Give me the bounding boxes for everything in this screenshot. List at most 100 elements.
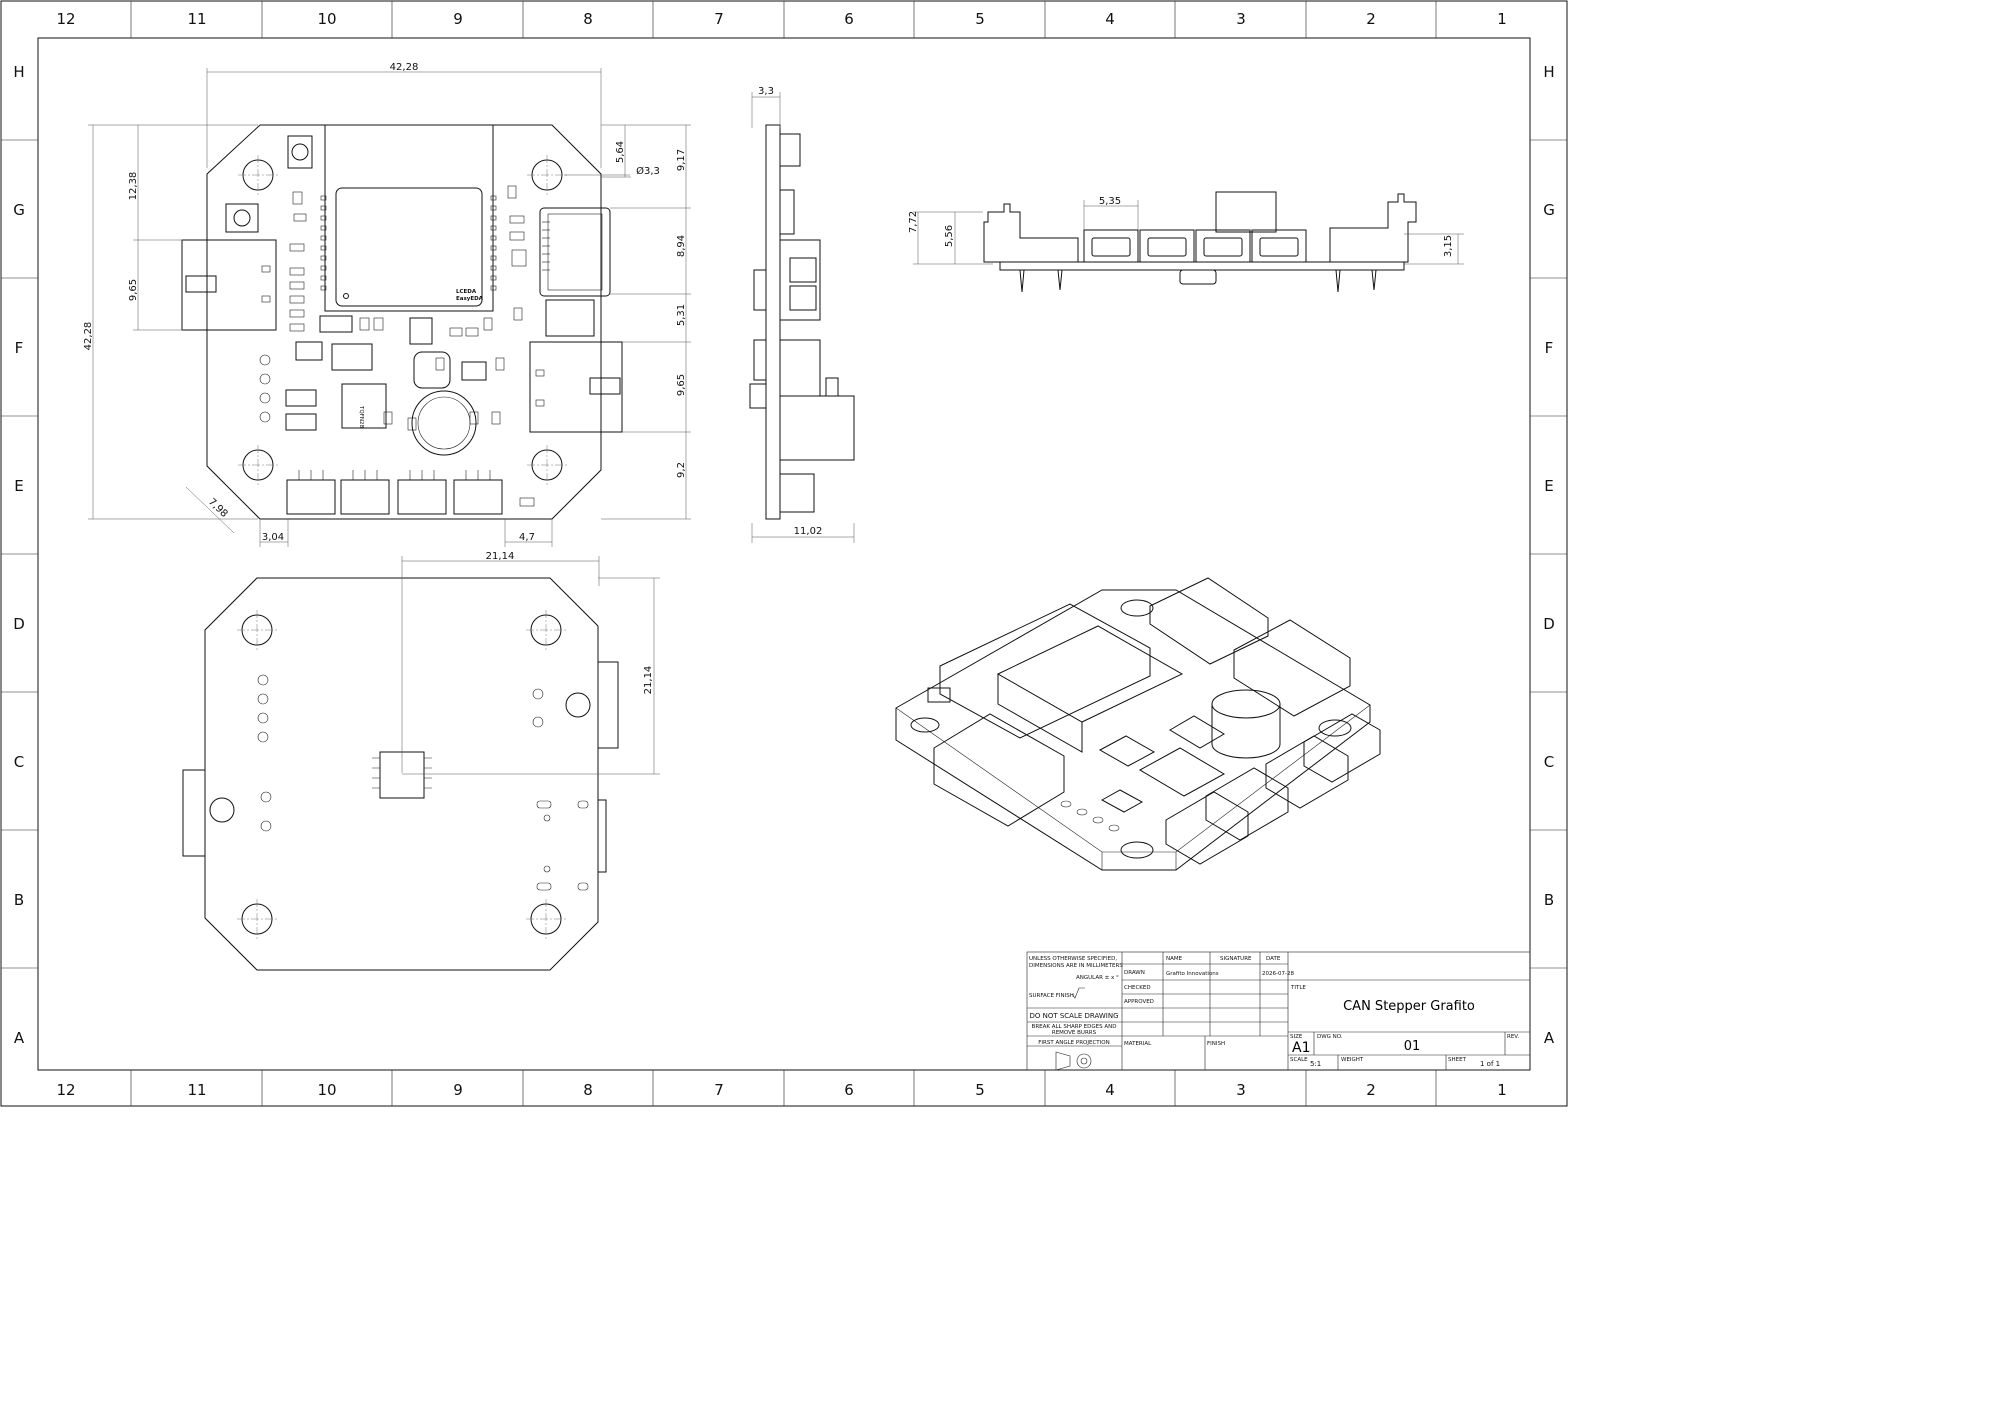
zone-col-5-bottom: 5: [975, 1081, 985, 1099]
passive-components-top: [289, 185, 535, 507]
tb-col-date: DATE: [1266, 956, 1281, 962]
chip-label: TQFN28: [358, 405, 364, 428]
zone-col-10-bottom: 10: [317, 1081, 336, 1099]
tb-sheet: 1 of 1: [1480, 1060, 1500, 1068]
tb-surface-finish: SURFACE FINISH: [1029, 993, 1074, 999]
zone-col-4: 4: [1105, 10, 1115, 28]
tb-col-signature: SIGNATURE: [1220, 956, 1252, 962]
top-view-outline: [206, 124, 602, 520]
zone-col-12-bottom: 12: [56, 1081, 75, 1099]
tb-scale: 5:1: [1310, 1060, 1321, 1068]
tb-break-edges-1: BREAK ALL SHARP EDGES AND: [1032, 1024, 1117, 1030]
usb-c-port: [539, 207, 611, 297]
power-connector-left: [181, 239, 277, 331]
inductor: [545, 299, 595, 337]
zone-col-1-bottom: 1: [1497, 1081, 1507, 1099]
esp-module: LCEDA EasyEDA: [320, 124, 497, 312]
zone-row-b-right: B: [1544, 891, 1554, 909]
zone-labels-top: 12 11 10 9 8 7 6 5 4 3 2 1: [56, 10, 1506, 28]
zone-row-c: C: [14, 753, 24, 771]
zone-col-10: 10: [317, 10, 336, 28]
tb-drawn-date: 2026-07-28: [1262, 971, 1294, 977]
zone-col-9-bottom: 9: [453, 1081, 463, 1099]
tb-material: MATERIAL: [1124, 1041, 1152, 1047]
dim-right-917: 9,17: [676, 149, 687, 171]
iso-components: [910, 577, 1381, 865]
mounting-holes-bottom: [237, 610, 566, 939]
side-view-dimension-lines: [751, 92, 855, 543]
zone-col-3: 3: [1236, 10, 1246, 28]
dim-right-92: 9,2: [676, 462, 687, 478]
side-view: 3,3 11,02: [749, 86, 855, 543]
tb-scale-label: SCALE: [1290, 1057, 1308, 1063]
module-logo-1: LCEDA: [456, 289, 477, 295]
tb-drawn-name: Grafito Innovations: [1166, 971, 1219, 977]
zone-col-5: 5: [975, 10, 985, 28]
tb-col-name: NAME: [1166, 956, 1183, 962]
tb-size-label: SIZE: [1290, 1034, 1303, 1040]
zone-col-4-bottom: 4: [1105, 1081, 1115, 1099]
dim-bottom-304: 3,04: [262, 532, 284, 543]
dim-right-894: 8,94: [676, 235, 687, 257]
tb-dwg-no: 01: [1404, 1039, 1421, 1054]
zone-row-d-right: D: [1543, 615, 1555, 633]
tb-dwg-no-label: DWG NO.: [1317, 1034, 1343, 1040]
dim-hole-offset: 5,64: [615, 141, 626, 163]
sheet-border: [0, 0, 1568, 1107]
tb-notes-2: DIMENSIONS ARE IN MILLIMETERS: [1029, 963, 1123, 969]
zone-row-e: E: [14, 477, 23, 495]
tb-break-edges-2: REMOVE BURRS: [1052, 1030, 1097, 1036]
tb-sheet-label: SHEET: [1448, 1057, 1467, 1063]
tb-finish: FINISH: [1207, 1041, 1225, 1047]
zone-row-a-right: A: [1544, 1029, 1555, 1047]
mounting-holes-top: [238, 155, 567, 485]
zone-labels-right: H G F E D C B A: [1543, 63, 1555, 1047]
bottom-view: 21,14 21,14: [182, 551, 660, 971]
can-connectors-top: [286, 470, 503, 515]
tb-row-checked: CHECKED: [1124, 985, 1151, 991]
zone-row-g-right: G: [1543, 201, 1555, 219]
bottom-view-dimension-lines: [401, 556, 660, 775]
zone-col-6-bottom: 6: [844, 1081, 854, 1099]
tb-do-not-scale: DO NOT SCALE DRAWING: [1029, 1012, 1118, 1020]
projection-symbol: [1055, 1051, 1092, 1071]
zone-row-c-right: C: [1544, 753, 1554, 771]
tb-angular: ANGULAR ± x °: [1076, 975, 1119, 981]
tb-rev-label: REV.: [1507, 1034, 1519, 1040]
zone-row-h-right: H: [1543, 63, 1554, 81]
zone-col-2: 2: [1366, 10, 1376, 28]
zone-col-1: 1: [1497, 10, 1507, 28]
zone-row-f-right: F: [1545, 339, 1554, 357]
zone-col-8: 8: [583, 10, 593, 28]
iso-test-points: [1060, 800, 1120, 832]
tb-title-label: TITLE: [1290, 985, 1306, 991]
zone-col-3-bottom: 3: [1236, 1081, 1246, 1099]
dim-left-1238: 12,38: [128, 172, 139, 201]
front-view-pcb: [999, 261, 1405, 271]
front-view-dimension-lines: [913, 200, 1464, 265]
iso-board-outline: [895, 589, 1371, 871]
side-view-pcb: [765, 124, 781, 520]
front-view-dimension-text: 7,72 5,56 5,35 3,15: [908, 196, 1454, 257]
tb-notes-1: UNLESS OTHERWISE SPECIFIED,: [1029, 956, 1117, 962]
zone-col-8-bottom: 8: [583, 1081, 593, 1099]
dim-bottom-47: 4,7: [519, 532, 535, 543]
dim-front-772: 7,72: [908, 211, 919, 233]
zone-col-7-bottom: 7: [714, 1081, 724, 1099]
drawing-sheet: 12 11 10 9 8 7 6 5 4 3 2 1 12 11 10 9 8 …: [0, 0, 1568, 1107]
top-view-dimension-text: 42,28 42,28 12,38 9,65 5,64 Ø3,3 9,17 8,…: [83, 62, 687, 543]
dim-front-535: 5,35: [1099, 196, 1121, 207]
module-logo-2: EasyEDA: [456, 296, 484, 302]
dim-top-width: 42,28: [390, 62, 419, 73]
zone-col-2-bottom: 2: [1366, 1081, 1376, 1099]
zone-row-g: G: [13, 201, 25, 219]
bottom-view-pads: [257, 674, 589, 891]
dim-side-depth: 11,02: [794, 526, 823, 537]
tb-size: A1: [1292, 1040, 1310, 1056]
isometric-view: [895, 577, 1381, 871]
zone-row-e-right: E: [1544, 477, 1553, 495]
top-view-dimension-lines: [88, 68, 691, 547]
bottom-view-outline: [204, 577, 599, 971]
title-block: UNLESS OTHERWISE SPECIFIED, DIMENSIONS A…: [1026, 951, 1531, 1071]
front-view: 7,72 5,56 5,35 3,15: [908, 191, 1464, 293]
